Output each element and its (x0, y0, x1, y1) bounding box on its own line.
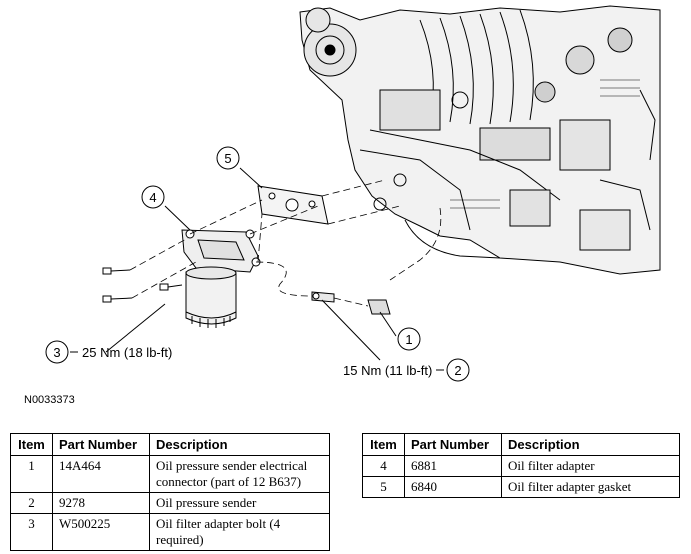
table-header-row: Item Part Number Description (10, 433, 330, 456)
parts-table-right: Item Part Number Description 4 6881 Oil … (362, 433, 680, 498)
cell-description: Oil filter adapter (501, 455, 680, 477)
cell-part-number: 6881 (404, 455, 502, 477)
header-item: Item (362, 433, 405, 456)
table-row: 2 9278 Oil pressure sender (10, 492, 330, 514)
alignment-lines (129, 179, 442, 307)
gasket-drawing (257, 185, 329, 225)
header-description: Description (501, 433, 680, 456)
cell-item: 1 (10, 455, 53, 493)
table-row: 3 W500225 Oil filter adapter bolt (4 req… (10, 513, 330, 551)
oil-filter-adapter-drawing (181, 229, 261, 328)
parts-table-left: Item Part Number Description 1 14A464 Oi… (10, 433, 330, 551)
cell-part-number: 6840 (404, 476, 502, 498)
callout-2-torque: 15 Nm (11 lb-ft) (343, 363, 432, 378)
cell-item: 5 (362, 476, 405, 498)
connector-drawing (367, 299, 391, 315)
cell-description: Oil pressure sender (149, 492, 330, 514)
header-part-number: Part Number (52, 433, 150, 456)
callout-5-circle (216, 146, 240, 170)
cell-part-number: W500225 (52, 513, 150, 551)
table-header-row: Item Part Number Description (362, 433, 680, 456)
callout-1-circle (397, 327, 421, 351)
adapter-bolts-drawing (102, 267, 183, 303)
callout-3-number: 3 (53, 345, 60, 360)
cell-item: 2 (10, 492, 53, 514)
header-part-number: Part Number (404, 433, 502, 456)
callout-4-number: 4 (149, 190, 156, 205)
engine-exploded-illustration: 1 2 3 4 5 15 Nm (11 lb-ft) 25 Nm (18 lb-… (45, 5, 661, 382)
table-row: 4 6881 Oil filter adapter (362, 455, 680, 477)
header-item: Item (10, 433, 53, 456)
cell-description: Oil filter adapter bolt (4 required) (149, 513, 330, 551)
cell-item: 4 (362, 455, 405, 477)
callout-3-circle (45, 340, 69, 364)
callout-4-circle (141, 185, 165, 209)
cell-part-number: 9278 (52, 492, 150, 514)
callout-1-number: 1 (405, 332, 412, 347)
callout-2-circle (446, 358, 470, 382)
oil-pressure-sender-drawing (311, 291, 335, 303)
figure-id: N0033373 (24, 394, 75, 406)
cell-description: Oil pressure sender electrical connector… (149, 455, 330, 493)
header-description: Description (149, 433, 330, 456)
table-row: 5 6840 Oil filter adapter gasket (362, 476, 680, 498)
callout-3-torque: 25 Nm (18 lb-ft) (82, 345, 172, 360)
engine-block-drawing (299, 5, 661, 275)
cell-part-number: 14A464 (52, 455, 150, 493)
leader-lines (70, 167, 444, 371)
cell-description: Oil filter adapter gasket (501, 476, 680, 498)
callout-2-number: 2 (454, 363, 461, 378)
callout-5-number: 5 (224, 151, 231, 166)
callout-circles (45, 146, 470, 382)
table-row: 1 14A464 Oil pressure sender electrical … (10, 455, 330, 493)
cell-item: 3 (10, 513, 53, 551)
